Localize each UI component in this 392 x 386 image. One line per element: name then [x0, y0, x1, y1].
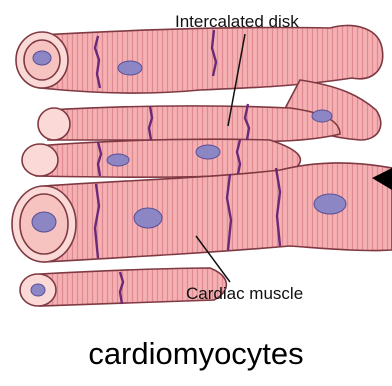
muscle-fiber-top [40, 25, 383, 93]
intercalated-disk-label: Intercalated disk [175, 12, 299, 32]
caption: cardiomyocytes [0, 336, 392, 372]
cardiac-muscle-label: Cardiac muscle [186, 284, 303, 304]
muscle-fiber-second [48, 106, 340, 142]
